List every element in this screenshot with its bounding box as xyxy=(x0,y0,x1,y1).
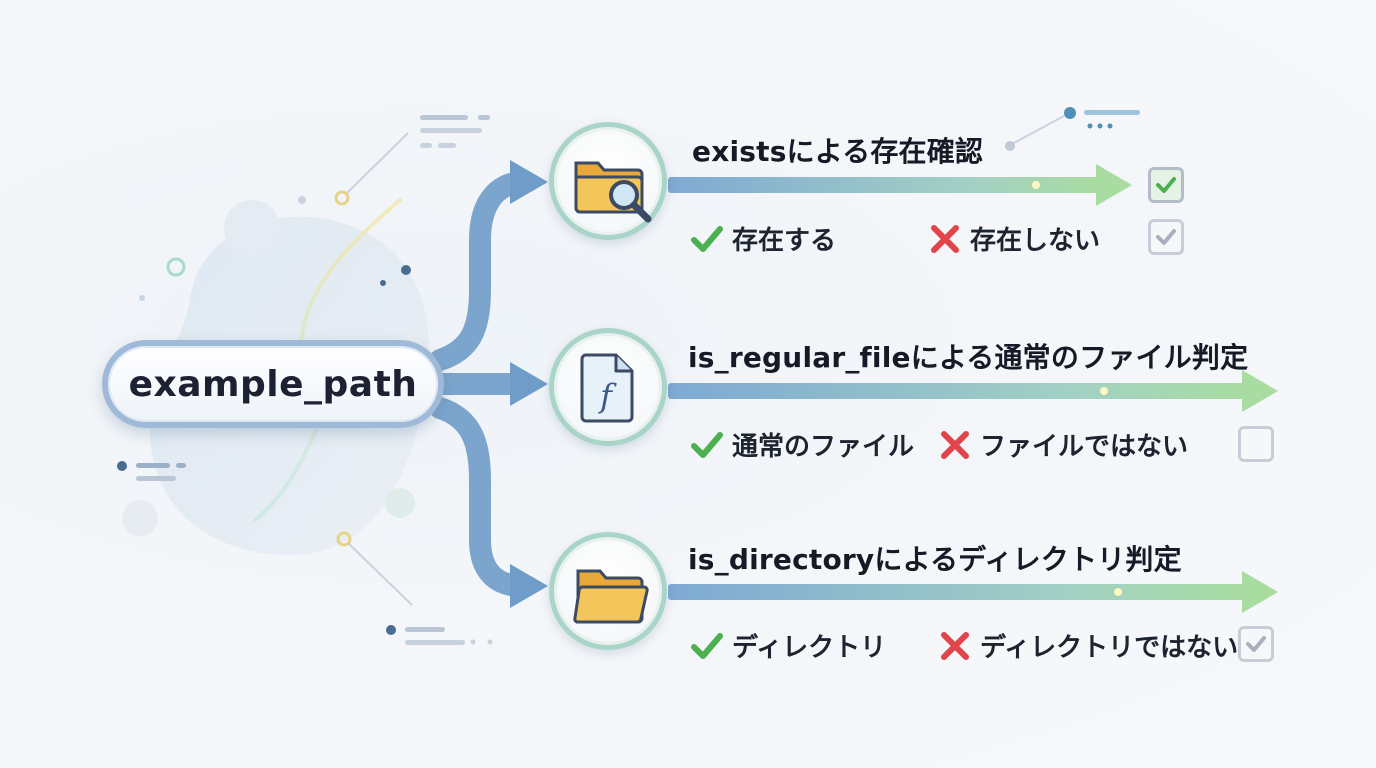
decor-dash xyxy=(420,143,432,148)
decor-dot xyxy=(401,265,411,275)
output-arrow-spark xyxy=(1114,588,1122,596)
node-directory-outcome-false: ディレクトリではない xyxy=(938,627,1238,664)
outcome-false-label: 存在しない xyxy=(970,226,1101,256)
node-exists-title: existsによる存在確認 xyxy=(692,135,984,168)
decor-dot xyxy=(470,639,476,645)
outcome-false-label: ディレクトリではない xyxy=(980,633,1239,663)
decor-dash xyxy=(420,115,468,120)
node-regular-file-outcome-true: 通常のファイル xyxy=(690,426,914,463)
checkbox-directory[interactable] xyxy=(1238,626,1274,662)
decor-dot xyxy=(385,488,415,518)
connector-to-exists xyxy=(429,171,531,371)
decor-dash xyxy=(405,627,445,632)
output-arrow-exists xyxy=(668,177,1100,193)
folder-search-icon xyxy=(574,161,652,223)
check-icon xyxy=(691,431,723,458)
decor-dot xyxy=(1005,141,1015,151)
connector-arrowhead-regular-file xyxy=(510,362,548,406)
outcome-true-label: 通常のファイル xyxy=(732,432,915,462)
source-path-label: example_path xyxy=(128,363,418,405)
connector-arrowhead-exists xyxy=(510,160,548,204)
decor-dot xyxy=(1097,123,1103,129)
decor-dot xyxy=(224,200,280,256)
node-directory-circle xyxy=(549,532,667,650)
decor-dot xyxy=(380,280,386,286)
node-regular-file-outcome-false: ファイルではない xyxy=(938,426,1188,463)
decor-dash xyxy=(1084,110,1140,115)
outcome-true-label: 存在する xyxy=(732,226,837,256)
function-file-icon: f xyxy=(580,353,634,423)
checkbox-regular-file[interactable] xyxy=(1238,426,1274,462)
decor-line xyxy=(1011,115,1065,145)
node-exists-circle xyxy=(549,122,667,240)
decor-dash xyxy=(176,463,186,468)
decor-dot xyxy=(122,500,158,536)
decor-dash xyxy=(136,463,170,468)
node-exists-outcome-false: 存在しない xyxy=(928,220,1100,257)
output-arrow-directory xyxy=(668,584,1246,600)
output-arrowhead-directory xyxy=(1242,571,1278,613)
node-regular-file-circle: f xyxy=(549,328,667,446)
node-directory-title: is_directoryによるディレクトリ判定 xyxy=(688,543,1182,576)
check-icon xyxy=(691,225,723,252)
folder-icon xyxy=(573,569,649,624)
output-arrow-spark xyxy=(1100,387,1108,395)
decor-dot xyxy=(117,461,127,471)
decor-dot xyxy=(487,639,493,645)
connector-to-directory xyxy=(429,397,531,597)
decor-dot xyxy=(298,196,306,204)
decorative-glow-line xyxy=(253,198,402,522)
checkbox-exists-false[interactable] xyxy=(1148,219,1184,255)
decor-line xyxy=(348,543,413,606)
cross-icon xyxy=(931,224,959,253)
decor-line xyxy=(346,132,409,194)
decor-dash xyxy=(478,115,490,120)
outcome-false-label: ファイルではない xyxy=(980,432,1189,462)
output-arrowhead-exists xyxy=(1096,164,1132,206)
cross-icon xyxy=(941,631,969,660)
decor-dot xyxy=(336,531,352,547)
decor-dot xyxy=(1107,123,1113,129)
decor-dot xyxy=(1064,107,1076,119)
output-arrow-regular-file xyxy=(668,383,1246,399)
decor-dot xyxy=(334,190,350,206)
decor-dot xyxy=(386,625,396,635)
decor-dash xyxy=(420,128,482,133)
decor-dot xyxy=(1087,123,1093,129)
decor-dot xyxy=(166,257,186,277)
check-icon xyxy=(1156,229,1176,245)
cross-icon xyxy=(941,430,969,459)
node-regular-file-title: is_regular_fileによる通常のファイル判定 xyxy=(688,341,1249,374)
connector-arrowhead-directory xyxy=(510,564,548,608)
check-icon xyxy=(691,632,723,659)
checkbox-exists-true[interactable] xyxy=(1148,167,1184,203)
check-icon xyxy=(1246,636,1266,652)
check-icon xyxy=(1156,177,1176,193)
decor-dash xyxy=(136,476,176,481)
node-directory-outcome-true: ディレクトリ xyxy=(690,627,886,664)
decor-dash xyxy=(405,640,465,645)
decor-dash xyxy=(438,143,456,148)
decor-dot xyxy=(139,295,145,301)
output-arrowhead-regular-file xyxy=(1242,370,1278,412)
source-path-node: example_path xyxy=(102,340,444,428)
output-arrow-spark xyxy=(1032,181,1040,189)
outcome-true-label: ディレクトリ xyxy=(732,633,887,663)
node-exists-outcome-true: 存在する xyxy=(690,220,836,257)
